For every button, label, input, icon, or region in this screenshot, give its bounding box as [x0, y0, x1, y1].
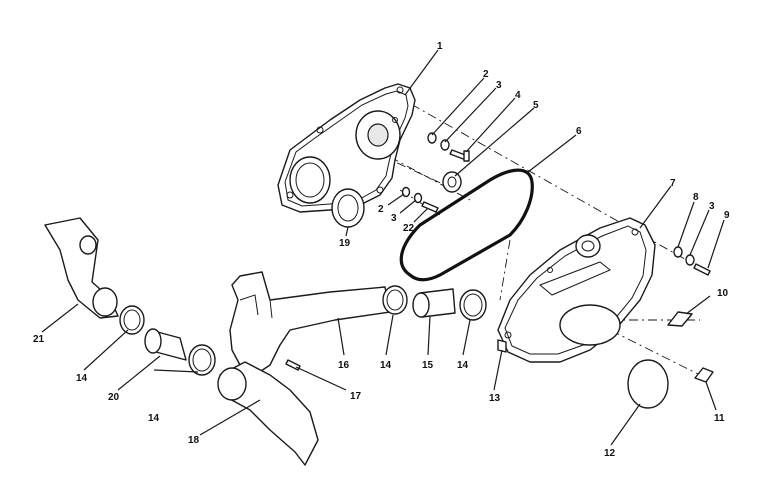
seal	[331, 188, 365, 228]
callout-13: 13	[489, 393, 501, 404]
callout-12: 12	[604, 448, 616, 459]
callout-2-lower: 2	[378, 204, 384, 215]
callout-14-c: 14	[148, 413, 160, 424]
callout-1: 1	[437, 41, 443, 52]
coupler-tube	[412, 288, 456, 318]
clamp-left-2	[188, 344, 216, 376]
callout-7: 7	[670, 178, 676, 189]
drain-fitting	[497, 339, 507, 353]
callout-8: 8	[693, 192, 699, 203]
callout-22: 22	[403, 223, 415, 234]
callout-3: 3	[496, 80, 502, 91]
callout-6: 6	[576, 126, 582, 137]
callout-14-a: 14	[380, 360, 392, 371]
callout-20: 20	[108, 392, 120, 403]
small-plate	[694, 367, 714, 383]
callout-3-right: 3	[709, 201, 715, 212]
clamp-right-1	[382, 285, 408, 315]
spacer	[442, 171, 462, 193]
callout-17: 17	[350, 391, 362, 402]
upper-fastener-stack	[427, 132, 470, 162]
callout-10: 10	[717, 288, 729, 299]
callout-16: 16	[338, 360, 350, 371]
callout-11: 11	[714, 413, 725, 424]
inner-cover-plate	[277, 83, 416, 213]
lower-duct	[217, 361, 319, 466]
callout-2: 2	[483, 69, 489, 80]
callout-18: 18	[188, 435, 200, 446]
callout-14-b: 14	[457, 360, 469, 371]
large-washer	[627, 359, 669, 409]
callout-15: 15	[422, 360, 434, 371]
intake-elbow	[44, 217, 119, 319]
outer-clutch-cover	[497, 217, 656, 363]
callout-labels: 1 2 3 4 5 6 7 8 3 9 10 11 12 13 14 15 14…	[33, 41, 730, 459]
callout-5: 5	[533, 100, 539, 111]
callout-14-d: 14	[76, 373, 88, 384]
callout-3-lower: 3	[391, 213, 397, 224]
callout-9: 9	[724, 210, 730, 221]
bracket-clip	[667, 311, 693, 327]
leader-lines	[41, 49, 725, 446]
callout-21: 21	[33, 334, 45, 345]
short-tube	[144, 328, 187, 361]
lower-fastener-stack	[401, 186, 439, 213]
air-duct	[229, 271, 391, 376]
clamp-right-2	[459, 289, 487, 321]
callout-19: 19	[339, 238, 351, 249]
drive-belt	[399, 168, 534, 282]
clamp-left-1	[119, 305, 145, 335]
callout-4: 4	[515, 90, 521, 101]
